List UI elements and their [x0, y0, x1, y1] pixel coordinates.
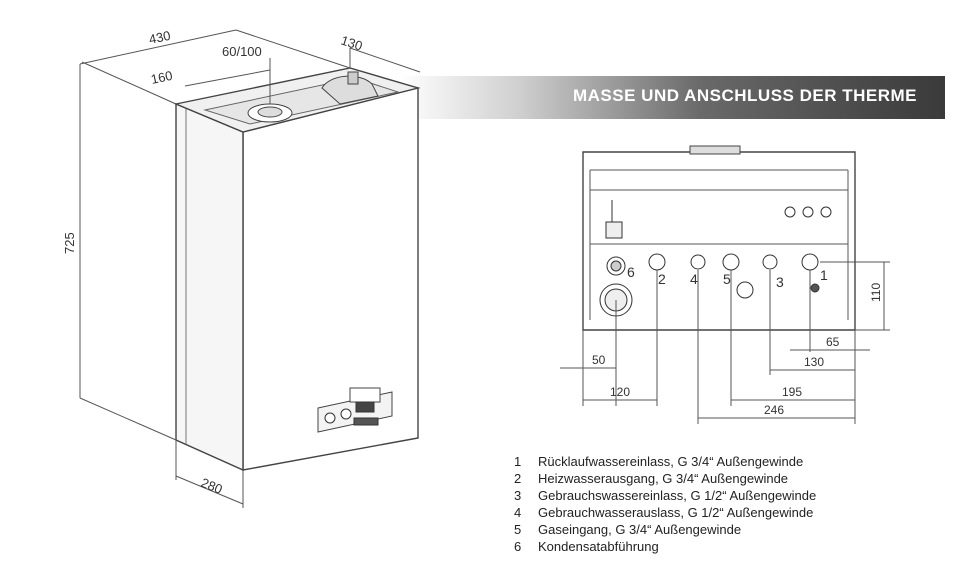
connector-label-4: 4 — [690, 271, 698, 287]
dim-246-label: 246 — [764, 403, 784, 417]
connector-3 — [762, 254, 778, 270]
legend-item: 6 Kondensatabführung — [514, 538, 816, 555]
knob-right — [340, 408, 352, 420]
connector-label-6: 6 — [627, 264, 635, 280]
dim-50-label: 50 — [592, 353, 606, 367]
connector-4 — [690, 254, 706, 270]
dim-65-label: 65 — [826, 335, 840, 349]
legend-item: 2 Heizwasserausgang, G 3/4“ Außengewinde — [514, 470, 816, 487]
dim-725-label: 725 — [62, 232, 77, 254]
gas-valve — [736, 281, 754, 299]
dim-160 — [184, 69, 271, 87]
flue-inner — [257, 106, 283, 118]
dim-130-bottom-label: 130 — [804, 355, 824, 369]
legend-item: 1 Rücklaufwassereinlass, G 3/4“ Außengew… — [514, 453, 816, 470]
legend-number: 3 — [514, 488, 522, 503]
dim-120-label: 120 — [610, 385, 630, 399]
dim-130-label: 130 — [339, 33, 364, 54]
button-strip — [353, 417, 379, 426]
boiler-isometric: 430 130 60/100 160 725 280 — [62, 28, 421, 508]
legend: 1 Rücklaufwassereinlass, G 3/4“ Außengew… — [514, 453, 816, 555]
legend-number: 4 — [514, 505, 522, 520]
legend-number: 1 — [514, 454, 522, 469]
connector-label-1: 1 — [820, 267, 828, 283]
detail-circle-b — [802, 206, 814, 218]
boiler-bottom-view: 1 2 3 4 5 6 110 65 50 130 120 195 246 — [560, 145, 890, 424]
legend-text: Rücklaufwassereinlass, G 3/4“ Außengewin… — [538, 454, 804, 469]
top-vent — [347, 71, 359, 85]
dim-195-label: 195 — [782, 385, 802, 399]
dim-line-430-left — [81, 61, 177, 105]
legend-text: Gaseingang, G 3/4“ Außengewinde — [538, 522, 742, 537]
legend-number: 2 — [514, 471, 522, 486]
detail-circle-a — [784, 206, 796, 218]
legend-text: Gebrauchswassereinlass, G 1/2“ Außengewi… — [538, 488, 817, 503]
connector-2 — [648, 253, 666, 271]
legend-item: 3 Gebrauchswassereinlass, G 1/2“ Außenge… — [514, 487, 816, 504]
connector-5 — [722, 253, 740, 271]
detail-circle-c — [820, 206, 832, 218]
connector-label-5: 5 — [723, 271, 731, 287]
title-banner: MASSE UND ANSCHLUSS DER THERME — [400, 76, 945, 119]
legend-number: 5 — [514, 522, 522, 537]
dim-flue-label: 60/100 — [222, 44, 262, 59]
dim-130 — [349, 47, 421, 73]
connector-label-2: 2 — [658, 271, 666, 287]
display-screen — [355, 401, 375, 413]
knob-left — [324, 412, 336, 424]
legend-item: 4 Gebrauchwasserauslass, G 1/2“ Außengew… — [514, 504, 816, 521]
legend-text: Kondensatabführung — [538, 539, 659, 554]
pressure-gauge — [810, 283, 820, 293]
connector-1 — [801, 253, 819, 271]
top-flange — [689, 145, 741, 155]
legend-number: 6 — [514, 539, 522, 554]
legend-text: Heizwasserausgang, G 3/4“ Außengewinde — [538, 471, 789, 486]
connector-label-3: 3 — [776, 274, 784, 290]
dim-430-label: 430 — [148, 28, 172, 47]
legend-text: Gebrauchwasserauslass, G 1/2“ Außengewin… — [538, 505, 814, 520]
dim-110-label: 110 — [869, 283, 883, 302]
connector-6-inner — [610, 260, 622, 272]
dim-280 — [175, 475, 244, 505]
legend-item: 5 Gaseingang, G 3/4“ Außengewinde — [514, 521, 816, 538]
page-title: MASSE UND ANSCHLUSS DER THERME — [572, 86, 917, 105]
dim-160-label: 160 — [150, 68, 174, 87]
dim-line-430-right — [235, 29, 351, 69]
dim-430 — [79, 29, 237, 65]
valve-block — [605, 221, 623, 239]
dim-725-base — [79, 397, 177, 441]
dim-280-label: 280 — [199, 475, 225, 497]
display-housing — [349, 387, 381, 403]
